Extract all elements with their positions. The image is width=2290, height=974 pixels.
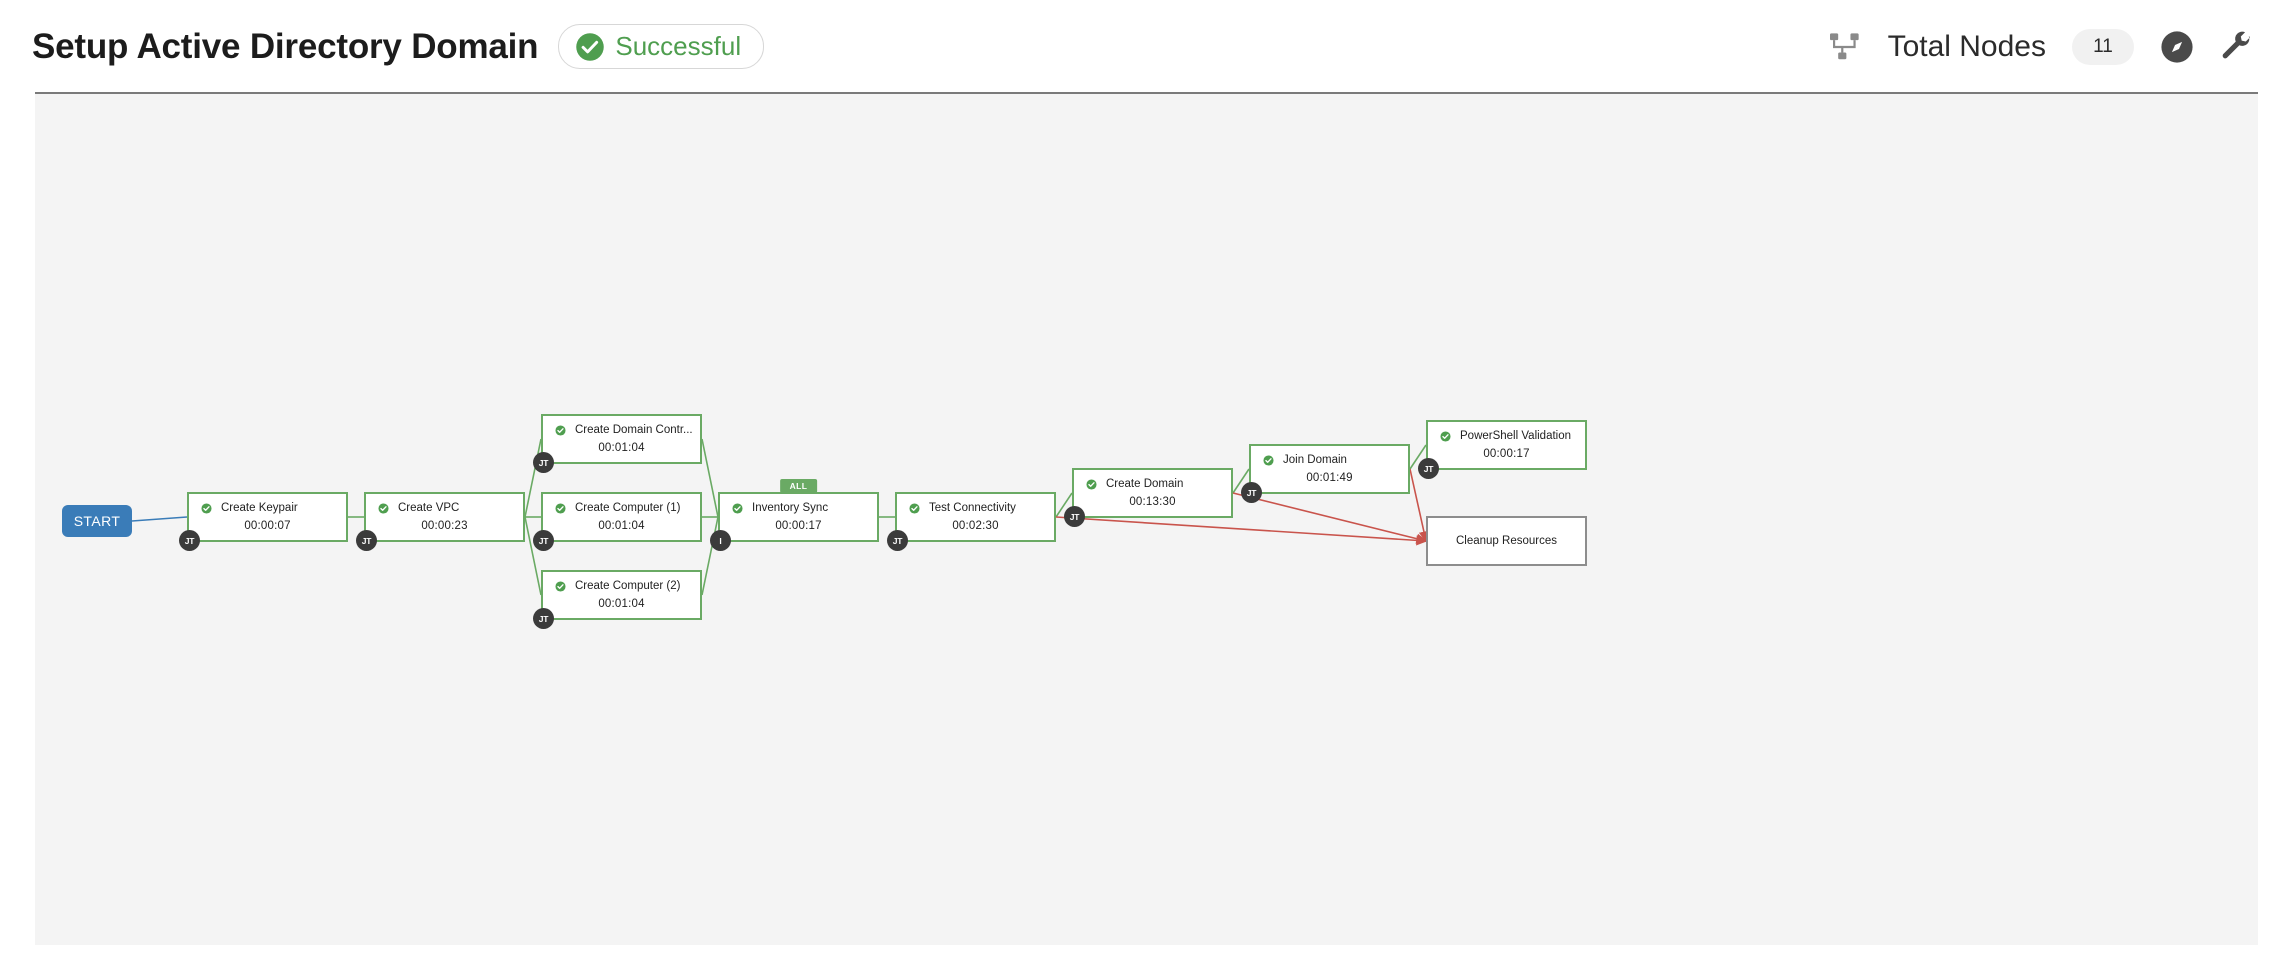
node-header-row: PowerShell Validation xyxy=(1428,430,1585,442)
node-title: Cleanup Resources xyxy=(1455,535,1557,547)
check-circle-icon xyxy=(378,502,389,514)
page-title: Setup Active Directory Domain xyxy=(32,26,539,66)
edge-create-domain-controller-to-inventory-sync xyxy=(701,438,719,518)
node-title: Create Domain xyxy=(1106,478,1184,490)
check-circle-icon xyxy=(555,502,566,514)
status-label: Successful xyxy=(615,31,742,61)
edge-create-domain-to-cleanup-resources xyxy=(1232,492,1428,544)
node-elapsed-time: 00:00:17 xyxy=(775,520,822,532)
node-header-row: Create Domain Contr... xyxy=(543,424,700,436)
node-header-row: Cleanup Resources xyxy=(1428,535,1585,547)
node-header-row: Create Computer (2) xyxy=(543,580,700,592)
node-header-row: Join Domain xyxy=(1251,454,1408,466)
node-elapsed-time: 00:00:17 xyxy=(1483,448,1530,460)
node-type-badge[interactable]: JT xyxy=(1418,458,1439,479)
node-elapsed-time: 00:01:49 xyxy=(1306,472,1353,484)
node-title: Join Domain xyxy=(1283,454,1347,466)
total-nodes-count: 11 xyxy=(2072,28,2134,65)
check-circle-icon xyxy=(575,32,605,62)
start-node[interactable]: START xyxy=(62,505,132,537)
node-header-row: Create Keypair xyxy=(189,502,346,514)
check-circle-icon xyxy=(1263,454,1274,466)
check-circle-icon xyxy=(909,502,920,514)
node-elapsed-time: 00:00:23 xyxy=(421,520,468,532)
node-type-badge[interactable]: JT xyxy=(533,452,554,473)
check-circle-icon xyxy=(555,580,566,592)
edge-test-connectivity-to-create-domain xyxy=(1055,492,1073,518)
node-title: Inventory Sync xyxy=(752,502,829,514)
node-type-badge[interactable]: JT xyxy=(887,530,908,551)
node-type-badge[interactable]: JT xyxy=(1064,506,1085,527)
status-badge: Successful xyxy=(558,24,765,69)
node-title: Create VPC xyxy=(398,502,460,514)
check-circle-icon xyxy=(201,502,212,514)
node-type-badge[interactable]: JT xyxy=(356,530,377,551)
node-header-row: Inventory Sync xyxy=(720,502,877,514)
check-circle-icon xyxy=(732,502,743,514)
edge-start-to-create-keypair xyxy=(131,516,188,522)
total-nodes-label: Total Nodes xyxy=(1887,29,2046,63)
node-type-badge[interactable]: JT xyxy=(533,608,554,629)
edge-create-domain-to-join-domain xyxy=(1232,468,1250,494)
header-right-group: Total Nodes 11 xyxy=(1828,0,2254,93)
convergence-badge: ALL xyxy=(779,479,818,493)
workflow-node-cleanup-resources[interactable]: Cleanup Resources xyxy=(1426,516,1587,566)
workflow-edges xyxy=(131,438,1429,596)
check-circle-icon xyxy=(555,424,566,436)
node-elapsed-time: 00:02:30 xyxy=(952,520,999,532)
header-left-group: Setup Active Directory Domain Successful xyxy=(32,24,765,69)
edge-create-vpc-to-create-computer-2 xyxy=(524,516,542,596)
node-title: Create Domain Contr... xyxy=(575,424,693,436)
compass-icon[interactable] xyxy=(2160,30,2194,64)
edge-create-vpc-to-create-domain-controller xyxy=(524,438,542,518)
wrench-icon[interactable] xyxy=(2220,30,2254,64)
node-elapsed-time: 00:00:07 xyxy=(244,520,291,532)
sitemap-icon xyxy=(1828,32,1862,62)
node-title: Create Keypair xyxy=(221,502,298,514)
node-title: Create Computer (1) xyxy=(575,502,681,514)
node-header-row: Create VPC xyxy=(366,502,523,514)
node-header-row: Create Computer (1) xyxy=(543,502,700,514)
edge-join-domain-to-cleanup-resources xyxy=(1409,468,1429,543)
node-title: PowerShell Validation xyxy=(1460,430,1572,442)
node-title: Create Computer (2) xyxy=(575,580,681,592)
node-header-row: Test Connectivity xyxy=(897,502,1054,514)
app-header: Setup Active Directory Domain Successful… xyxy=(0,0,2290,93)
check-circle-icon xyxy=(1086,478,1097,490)
edge-create-computer-2-to-inventory-sync xyxy=(701,516,719,596)
check-circle-icon xyxy=(1440,430,1451,442)
node-elapsed-time: 00:13:30 xyxy=(1129,496,1176,508)
node-type-badge[interactable]: JT xyxy=(1241,482,1262,503)
node-type-badge[interactable]: JT xyxy=(533,530,554,551)
node-type-badge[interactable]: JT xyxy=(179,530,200,551)
node-elapsed-time: 00:01:04 xyxy=(598,442,645,454)
header-divider xyxy=(35,92,2258,94)
edge-join-domain-to-powershell-validation xyxy=(1409,444,1427,470)
edge-test-connectivity-to-cleanup-resources xyxy=(1055,516,1428,546)
node-type-badge[interactable]: I xyxy=(710,530,731,551)
node-elapsed-time: 00:01:04 xyxy=(598,598,645,610)
node-elapsed-time: 00:01:04 xyxy=(598,520,645,532)
node-title: Test Connectivity xyxy=(929,502,1016,514)
node-header-row: Create Domain xyxy=(1074,478,1231,490)
